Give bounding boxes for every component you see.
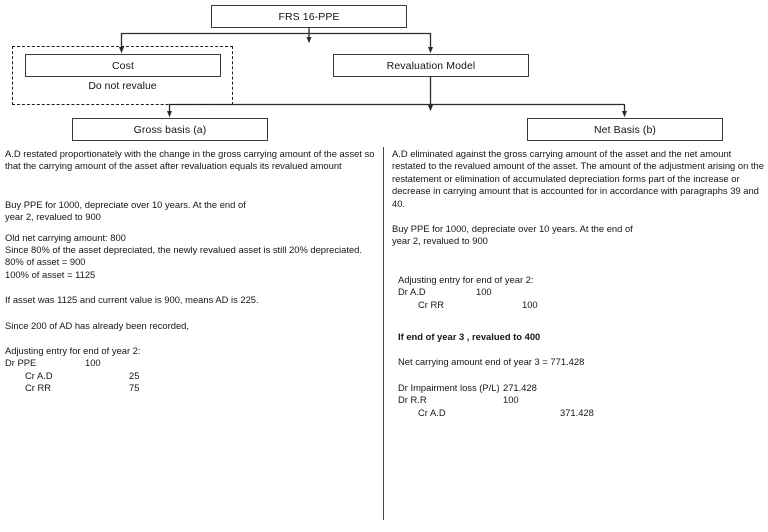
node-net-basis[interactable]: Net Basis (b) xyxy=(527,118,723,141)
gross-basis-notes: A.D restated proportionately with the ch… xyxy=(5,148,377,395)
journal-entry-debit: 271.428 xyxy=(503,381,537,393)
journal-entry-credit: 25 xyxy=(129,369,140,381)
journal-entry-label: Cr A.D xyxy=(25,369,53,381)
right-example-line1: Buy PPE for 1000, depreciate over 10 yea… xyxy=(392,223,633,235)
right-year3-heading: If end of year 3 , revalued to 400 xyxy=(398,331,541,343)
node-frs16-ppe[interactable]: FRS 16-PPE xyxy=(211,5,407,28)
left-example-line1: Buy PPE for 1000, depreciate over 10 yea… xyxy=(5,198,246,210)
left-description: A.D restated proportionately with the ch… xyxy=(5,148,375,172)
journal-entry-credit: 371.428 xyxy=(560,406,594,418)
journal-entry-row: Dr Impairment loss (P/L)271.428 xyxy=(398,382,764,394)
node-gross-basis[interactable]: Gross basis (a) xyxy=(72,118,268,141)
left-journal-entries: Dr PPE 100 Cr A.D 25 Cr RR 75 xyxy=(5,357,377,394)
journal-entry-row: Cr RR 75 xyxy=(5,382,377,394)
journal-entry-row: Dr PPE 100 xyxy=(5,357,377,369)
left-if-asset-line: If asset was 1125 and current value is 9… xyxy=(5,294,259,306)
left-since-line: Since 80% of the asset depreciated, the … xyxy=(5,244,362,256)
right-net-carrying-year3: Net carrying amount end of year 3 = 771.… xyxy=(398,356,585,368)
right-entry-title: Adjusting entry for end of year 2: xyxy=(398,273,534,285)
flowchart: FRS 16-PPE Cost Do not revalue Revaluati… xyxy=(0,0,768,146)
journal-entry-row: Dr A.D 100 xyxy=(398,286,764,298)
column-divider xyxy=(383,147,385,520)
journal-entry-row: Cr A.D 25 xyxy=(5,370,377,382)
journal-entry-debit: 100 xyxy=(503,394,519,406)
left-example-line2: year 2, revalued to 900 xyxy=(5,211,101,223)
label-do-not-revalue: Do not revalue xyxy=(88,80,157,92)
journal-entry-label: Dr PPE xyxy=(5,357,37,369)
left-entry-title: Adjusting entry for end of year 2: xyxy=(5,345,141,357)
journal-entry-row: Dr R.R 100 xyxy=(398,394,764,406)
journal-entry-label: Cr RR xyxy=(418,298,445,310)
right-example-line2: year 2, revalued to 900 xyxy=(392,235,488,247)
journal-entry-row: Cr RR 100 xyxy=(398,299,764,311)
node-cost[interactable]: Cost xyxy=(25,54,221,77)
left-since-200-line: Since 200 of AD has already been recorde… xyxy=(5,319,189,331)
node-revaluation-model[interactable]: Revaluation Model xyxy=(333,54,529,77)
left-old-net-carrying: Old net carrying amount: 800 xyxy=(5,231,126,243)
right-journal-entries-1: Dr A.D 100 Cr RR 100 xyxy=(398,286,764,311)
cost-model-group xyxy=(12,46,233,105)
flowchart-connectors xyxy=(118,28,628,118)
journal-entry-label: Dr Impairment loss (P/L) xyxy=(398,381,500,393)
journal-entry-label: Cr RR xyxy=(25,382,52,394)
right-description: A.D eliminated against the gross carryin… xyxy=(392,148,764,209)
journal-entry-label: Cr A.D xyxy=(418,406,446,418)
journal-entry-credit: 75 xyxy=(129,382,140,394)
journal-entry-debit: 100 xyxy=(85,357,101,369)
left-pct80: 80% of asset = 900 xyxy=(5,256,86,268)
net-basis-notes: A.D eliminated against the gross carryin… xyxy=(392,148,764,419)
journal-entry-credit: 100 xyxy=(522,298,538,310)
journal-entry-debit: 100 xyxy=(476,286,492,298)
journal-entry-label: Dr R.R xyxy=(398,394,427,406)
journal-entry-row: Cr A.D 371.428 xyxy=(398,407,764,419)
left-pct100: 100% of asset = 1125 xyxy=(5,268,96,280)
journal-entry-label: Dr A.D xyxy=(398,286,426,298)
